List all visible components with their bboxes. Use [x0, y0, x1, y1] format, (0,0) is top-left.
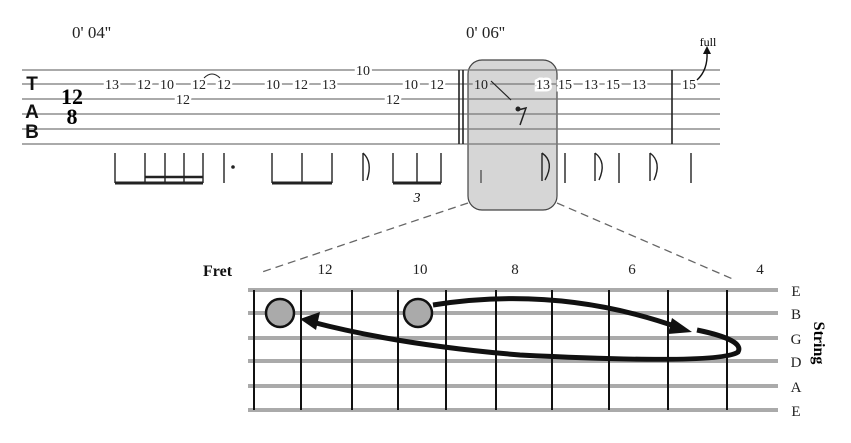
arrow-return-icon [311, 319, 742, 362]
fretboard [248, 288, 778, 412]
svg-text:12: 12 [386, 93, 400, 108]
svg-text:13: 13 [632, 78, 646, 93]
zoom-guides [261, 202, 736, 281]
svg-text:10: 10 [404, 78, 418, 93]
string-name: E [791, 284, 800, 300]
time-signature-bottom: 8 [67, 104, 78, 129]
svg-text:B: B [25, 122, 39, 143]
tab-staff [22, 69, 720, 145]
svg-text:13: 13 [105, 78, 119, 93]
bend-arrow-icon [696, 51, 708, 81]
string-name: G [791, 332, 802, 348]
tab-clef: T A B [25, 74, 39, 143]
time-signature-top: 12 [61, 84, 83, 109]
rhythm-notation [114, 152, 692, 185]
svg-text:12: 12 [294, 78, 308, 93]
string-name: E [791, 404, 800, 420]
arrow-icon [432, 296, 681, 331]
svg-text:12: 12 [137, 78, 151, 93]
note-marker [264, 297, 296, 329]
triplet-label: 3 [413, 191, 421, 206]
svg-text:10: 10 [356, 64, 370, 79]
fret-number: 8 [511, 262, 519, 278]
svg-text:A: A [25, 102, 39, 123]
fret-number: 6 [628, 262, 636, 278]
svg-text:12: 12 [430, 78, 444, 93]
string-name: B [791, 307, 801, 323]
string-name: A [791, 380, 802, 396]
note-marker [402, 297, 434, 329]
bend-label: full [700, 35, 717, 49]
fret-label: Fret [203, 263, 233, 280]
string-axis-label: String [810, 322, 827, 365]
fret-number: 10 [413, 262, 428, 278]
svg-text:12: 12 [176, 93, 190, 108]
slur-icon [203, 73, 221, 79]
svg-text:10: 10 [474, 78, 488, 93]
timestamp-2: 0' 06'' [466, 23, 505, 42]
svg-text:10: 10 [266, 78, 280, 93]
measure-3-notes: 15 full [680, 35, 717, 96]
barlines [458, 70, 673, 144]
highlight-box [467, 59, 558, 211]
measure-2-notes: 10 13 15 13 15 13 [472, 76, 649, 126]
svg-text:15: 15 [558, 78, 572, 93]
timestamp-1: 0' 04'' [72, 23, 111, 42]
svg-text:10: 10 [160, 78, 174, 93]
measure-1-notes: 13 12 10 12 12 10 12 13 10 12 10 12 12 [103, 62, 447, 111]
string-name: D [791, 355, 802, 371]
fret-number: 4 [756, 262, 764, 278]
svg-text:13: 13 [322, 78, 336, 93]
svg-text:12: 12 [217, 78, 231, 93]
svg-text:15: 15 [682, 78, 696, 93]
svg-text:T: T [26, 74, 38, 95]
svg-text:13: 13 [536, 78, 550, 93]
svg-text:13: 13 [584, 78, 598, 93]
slide-icon [490, 80, 512, 101]
svg-text:15: 15 [606, 78, 620, 93]
fret-number: 12 [318, 262, 333, 278]
svg-text:12: 12 [192, 78, 206, 93]
